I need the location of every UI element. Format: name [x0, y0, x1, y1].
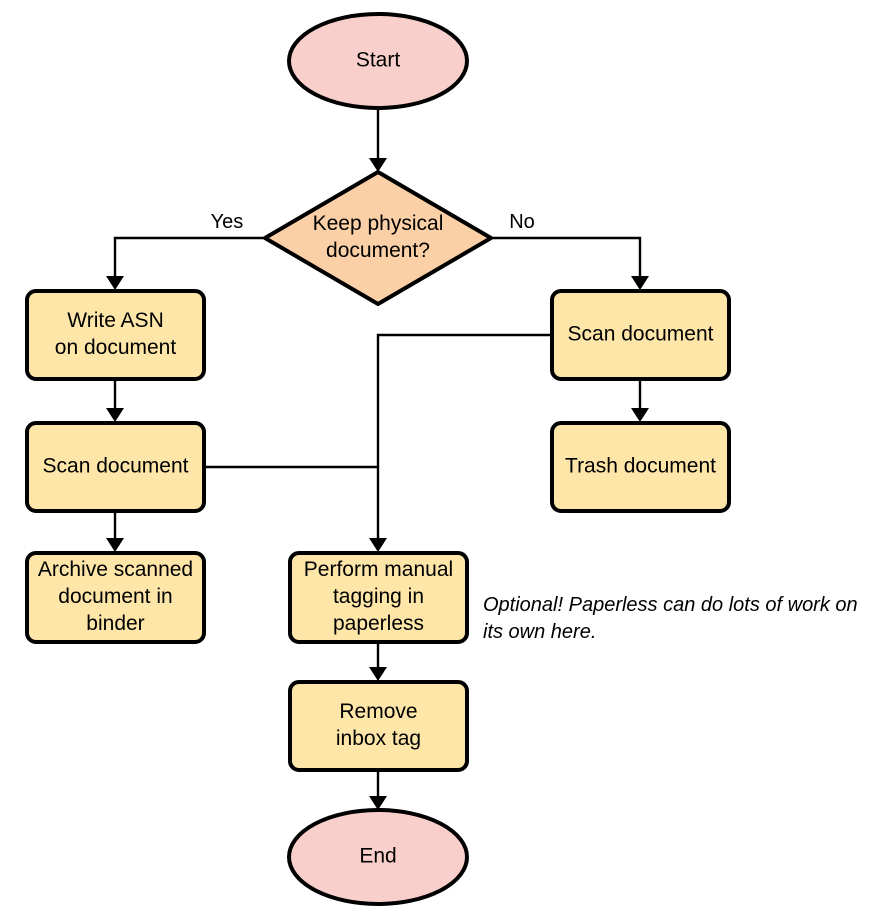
node-label: Start [356, 49, 401, 72]
node-end[interactable]: End [287, 808, 469, 906]
node-scan-right[interactable]: Scan document [550, 289, 731, 381]
edge-label-no: No [509, 211, 535, 233]
node-label: on document [55, 336, 177, 359]
node-label: tagging in [333, 585, 424, 608]
arrowhead-icon [631, 276, 649, 290]
node-start[interactable]: Start [287, 12, 469, 110]
arrowhead-icon [369, 667, 387, 681]
process-shape[interactable] [288, 551, 469, 644]
edge-line [113, 236, 265, 288]
node-label: paperless [333, 612, 424, 635]
node-label: Keep physical [313, 212, 444, 235]
edge-decision-to-scan-right [492, 236, 649, 290]
node-label: binder [86, 612, 144, 635]
node-manual-tagging[interactable]: Perform manual tagging in paperless [288, 551, 469, 644]
terminator-shape[interactable] [287, 12, 469, 110]
edge-line [492, 236, 642, 288]
node-keep-physical[interactable]: Keep physical document? [263, 170, 493, 306]
edge-scan-left-to-archive [106, 511, 124, 552]
note-line: its own here. [483, 621, 596, 643]
node-label: Scan document [568, 323, 714, 346]
node-label: Remove [339, 700, 417, 723]
edge-decision-to-write-asn [106, 236, 265, 290]
node-label: Scan document [43, 455, 189, 478]
edge-scan-right-to-manual-tagging [369, 333, 552, 552]
note-optional-note: Optional! Paperless can do lots of work … [483, 594, 858, 643]
process-shape[interactable] [25, 551, 206, 644]
edge-manual-tagging-to-remove-inbox-tag [369, 642, 387, 681]
edge-remove-inbox-tag-to-end [369, 770, 387, 810]
arrowhead-icon [106, 408, 124, 422]
notes-layer: Optional! Paperless can do lots of work … [483, 594, 858, 643]
note-line: Optional! Paperless can do lots of work … [483, 594, 858, 616]
edges-layer [106, 108, 649, 810]
node-remove-inbox-tag[interactable]: Remove inbox tag [288, 680, 469, 772]
process-shape[interactable] [550, 421, 731, 513]
arrowhead-icon [106, 276, 124, 290]
arrowhead-icon [631, 408, 649, 422]
arrowhead-icon [369, 538, 387, 552]
node-scan-left[interactable]: Scan document [25, 421, 206, 513]
process-shape[interactable] [550, 289, 731, 381]
decision-shape[interactable] [263, 170, 493, 306]
node-label: End [359, 845, 396, 868]
edge-line [376, 333, 552, 550]
edge-write-asn-to-scan-left [106, 379, 124, 422]
arrowhead-icon [369, 796, 387, 810]
node-label: Write ASN [67, 309, 163, 332]
process-shape[interactable] [25, 421, 206, 513]
edge-label-yes: Yes [211, 211, 244, 233]
node-archive-binder[interactable]: Archive scanned document in binder [25, 551, 206, 644]
node-label: Trash document [565, 455, 716, 478]
edge-scan-right-to-trash [631, 379, 649, 422]
process-shape[interactable] [288, 680, 469, 772]
node-trash[interactable]: Trash document [550, 421, 731, 513]
process-shape[interactable] [25, 289, 206, 381]
node-label: Perform manual [304, 558, 453, 581]
node-label: Archive scanned [38, 558, 193, 581]
node-label: document? [326, 239, 430, 262]
node-label: document in [58, 585, 172, 608]
node-write-asn[interactable]: Write ASN on document [25, 289, 206, 381]
arrowhead-icon [369, 158, 387, 172]
arrowhead-icon [106, 538, 124, 552]
terminator-shape[interactable] [287, 808, 469, 906]
edge-labels-layer: Yes No [211, 211, 535, 233]
edge-start-to-decision [369, 108, 387, 172]
node-label: inbox tag [336, 727, 421, 750]
